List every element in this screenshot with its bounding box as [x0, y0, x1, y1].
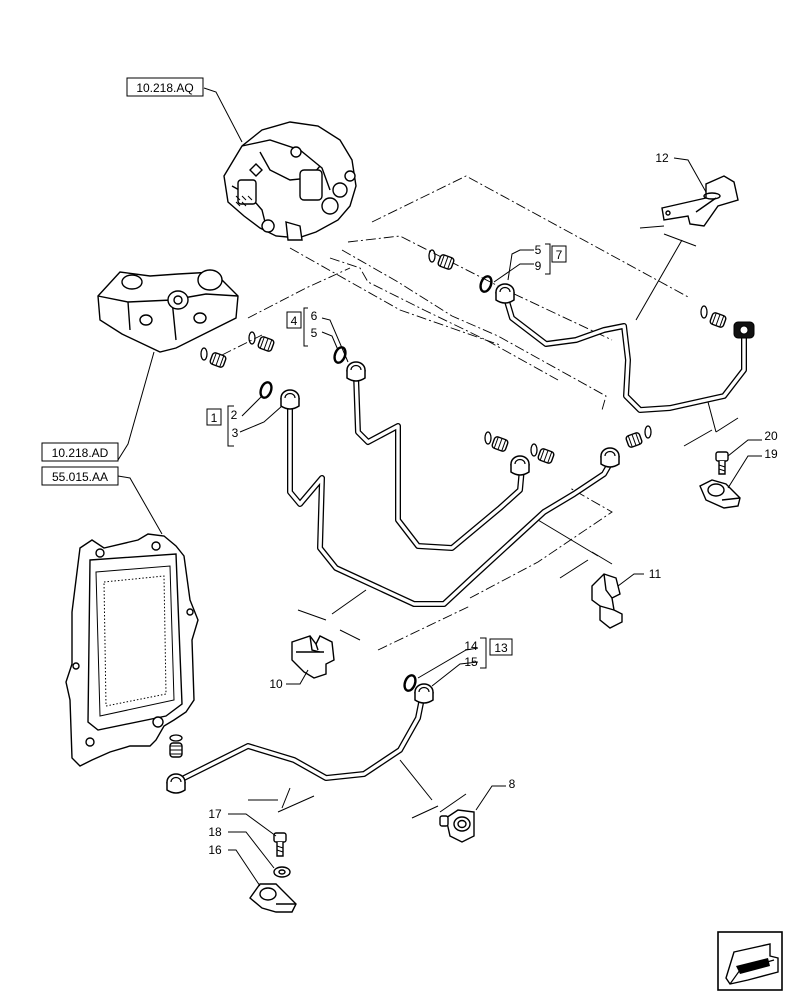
ref-label-ecu: 55.015.AA — [52, 470, 108, 484]
sensor-8 — [439, 809, 475, 843]
callout-2: 2 — [231, 408, 238, 422]
ref-box-filter[interactable]: 10.218.AD — [41, 442, 119, 462]
bolt-20 — [715, 451, 729, 475]
ref-label-filter: 10.218.AD — [52, 446, 109, 460]
callout-8: 8 — [509, 777, 516, 791]
break-marks — [248, 225, 739, 819]
o-rings — [259, 275, 493, 692]
washers — [169, 249, 708, 742]
bracket-12 — [661, 175, 739, 227]
callout-5b: 5 — [311, 326, 318, 340]
union-fittings — [169, 253, 728, 758]
ecu-housing — [65, 533, 199, 767]
pipe-end-nuts — [166, 283, 755, 794]
clamp-19 — [699, 479, 741, 509]
ref-label-pump: 10.218.AQ — [136, 81, 193, 95]
injection-pump — [223, 121, 357, 241]
callout-11: 11 — [649, 567, 662, 581]
callout-12: 12 — [655, 151, 669, 165]
callout-18: 18 — [208, 825, 222, 839]
callout-15: 15 — [464, 655, 478, 669]
callout-20: 20 — [764, 429, 778, 443]
callout-13: 13 — [494, 641, 508, 655]
callout-14: 14 — [464, 639, 478, 653]
bolt-17 — [273, 832, 287, 857]
clamp-16 — [249, 883, 297, 913]
callout-9: 9 — [535, 259, 542, 273]
callout-numbers: 1 2 3 4 6 5 5 9 7 14 15 13 12 20 19 11 1… — [208, 151, 778, 857]
callout-3: 3 — [232, 426, 239, 440]
leader-lines — [117, 87, 762, 887]
callout-1: 1 — [211, 411, 218, 425]
callout-16: 16 — [208, 843, 222, 857]
ref-box-pump[interactable]: 10.218.AQ — [126, 77, 204, 97]
washer-18 — [273, 866, 291, 878]
callout-7: 7 — [556, 248, 563, 262]
fuel-pipes-inner — [174, 296, 746, 784]
callout-6: 6 — [311, 309, 318, 323]
callout-19: 19 — [764, 447, 778, 461]
group-brackets — [227, 243, 551, 669]
callout-4: 4 — [291, 314, 298, 328]
ref-box-ecu[interactable]: 55.015.AA — [41, 466, 119, 486]
clip-11 — [591, 573, 623, 629]
callout-17: 17 — [208, 807, 222, 821]
boxed-callouts — [206, 245, 567, 656]
reference-lines — [221, 175, 691, 651]
filter-head — [97, 269, 239, 353]
clip-10 — [291, 635, 335, 679]
callout-10: 10 — [269, 677, 283, 691]
next-page-arrow-icon[interactable] — [717, 931, 783, 991]
callout-5a: 5 — [535, 243, 542, 257]
